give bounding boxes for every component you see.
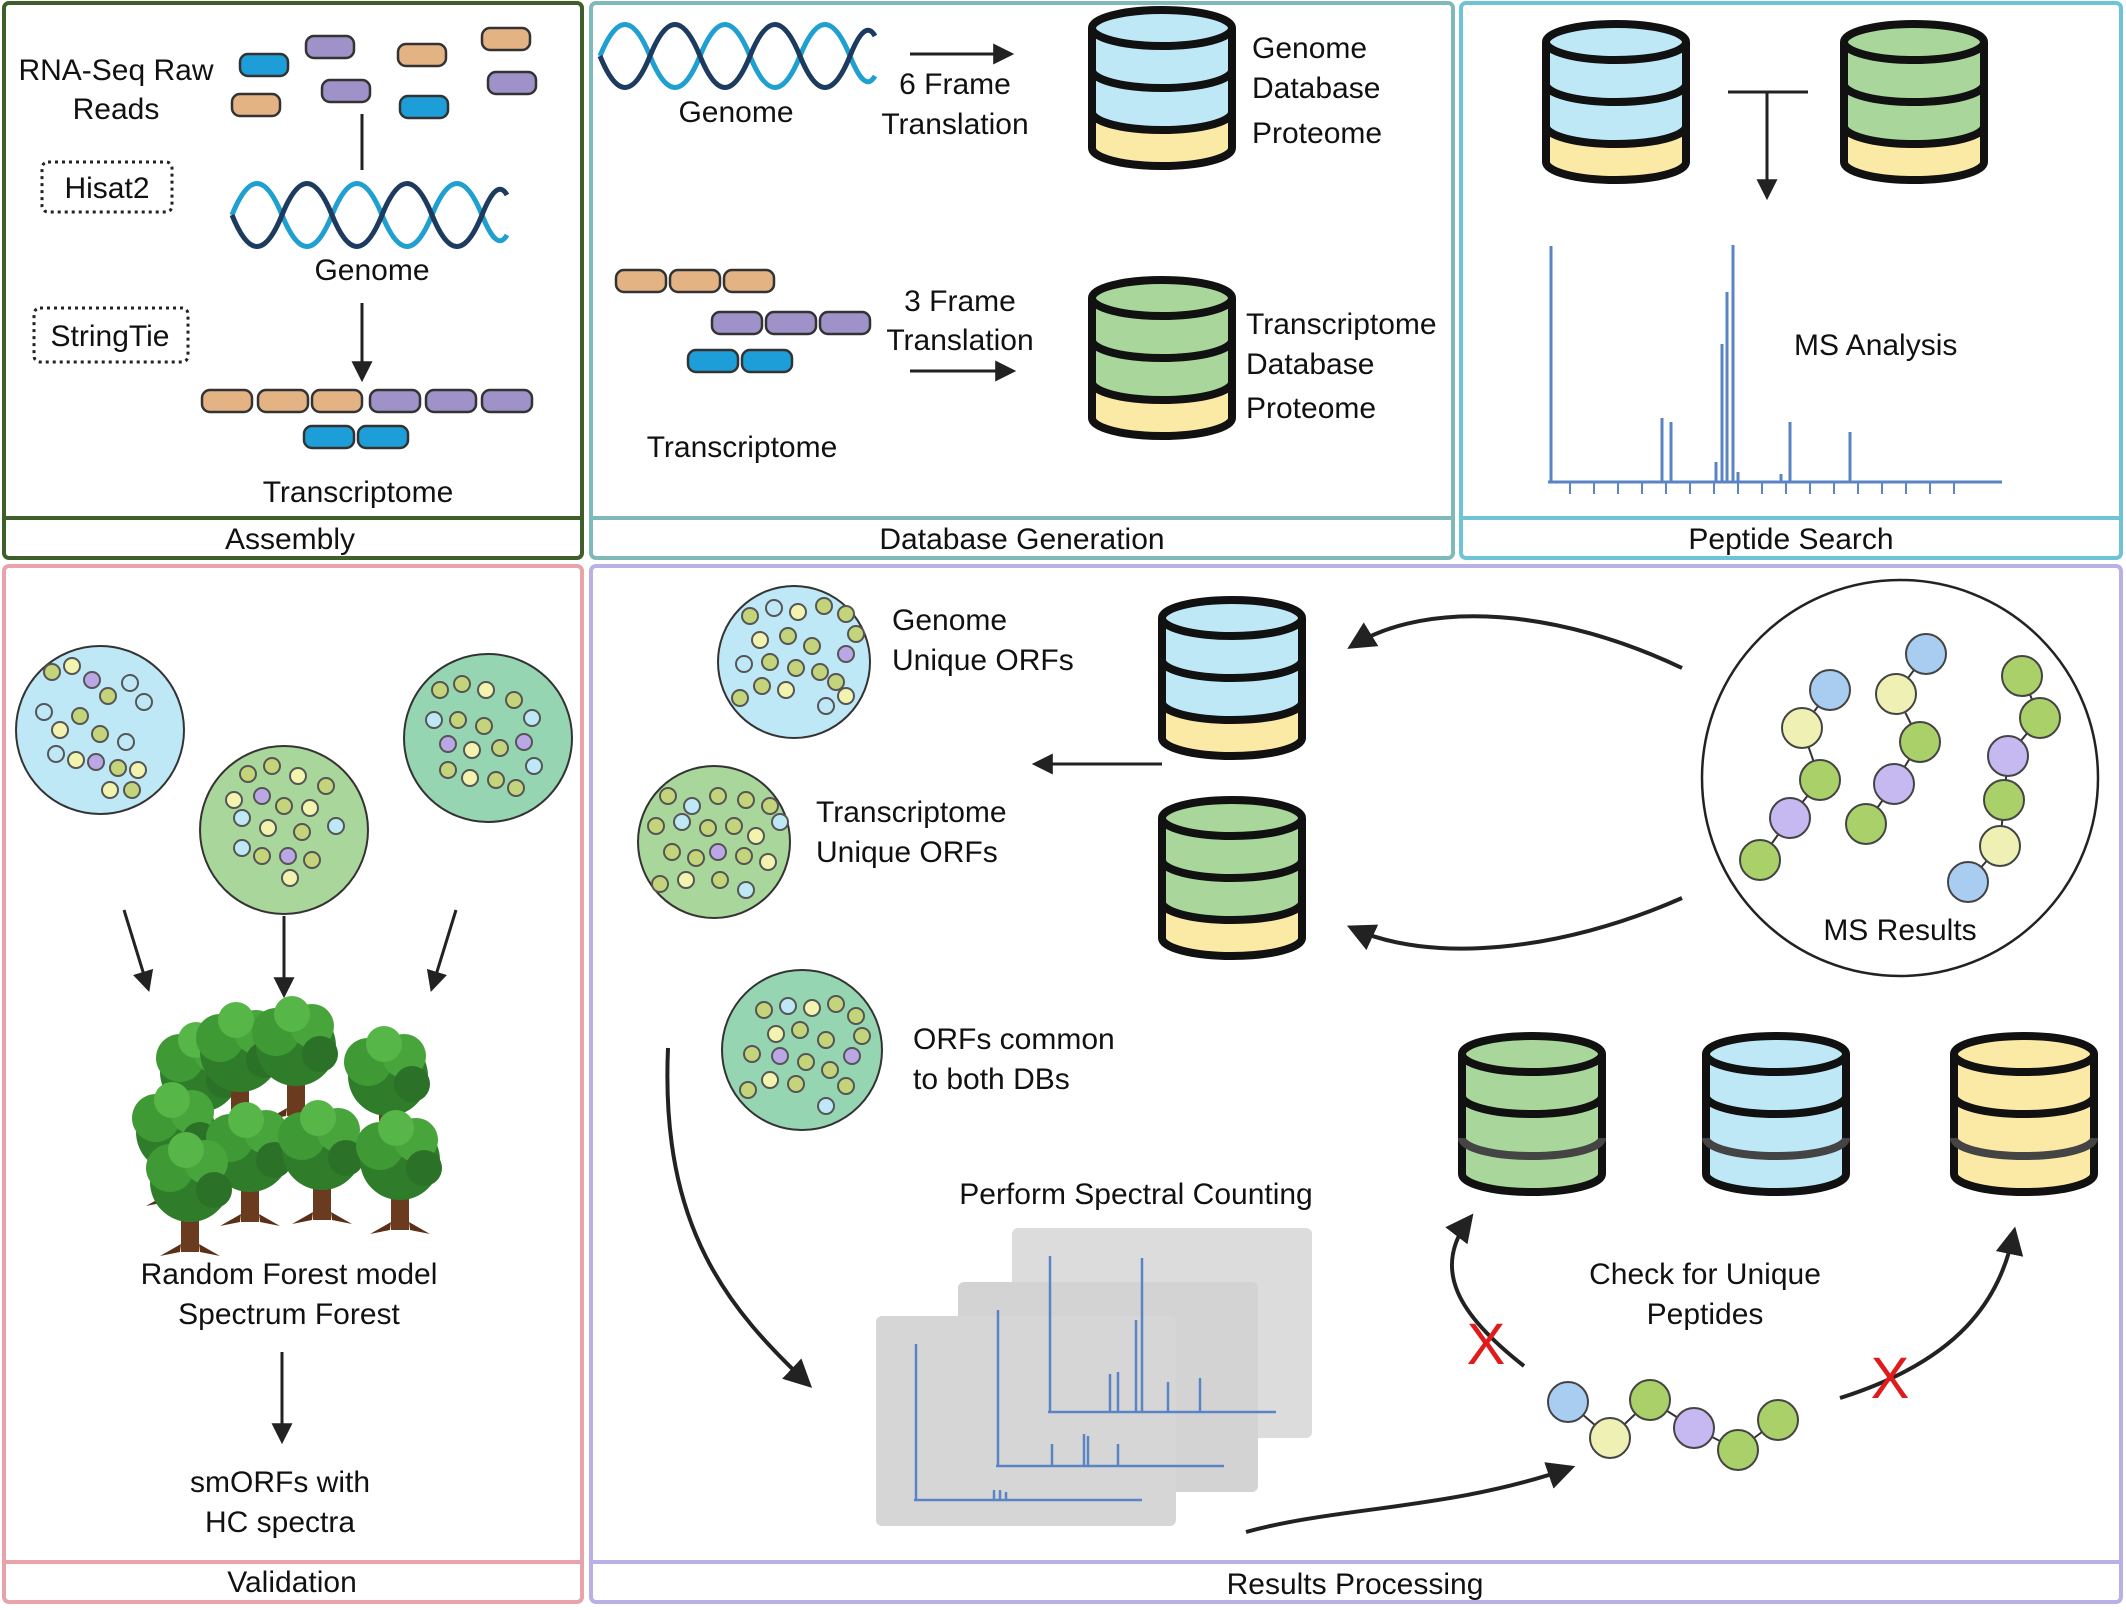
check-transcriptome-db-icon [1462, 1036, 1602, 1192]
raw-reads-label-line2: Reads [73, 93, 160, 126]
panel-results-processing: Results Processing [589, 564, 2123, 1604]
panel-label-results: Results Processing [1227, 1568, 1484, 1601]
common-orfs-circle [721, 969, 883, 1131]
transcript-reads [200, 388, 534, 450]
results-content: Genome Unique ORFs Transcriptome Unique … [637, 578, 2100, 1534]
check-proteome-db-icon [1954, 1036, 2094, 1192]
db-genome-label: Genome [678, 96, 793, 129]
genome-orfs-label-line2: Unique ORFs [892, 644, 1074, 677]
tdb-label-line2: Database [1246, 348, 1374, 381]
stringtie-label: StringTie [51, 320, 170, 353]
panel-database-generation: Database Generation [589, 1, 1455, 560]
database-content: Genome 6 Frame Translation Genome Databa… [600, 10, 1437, 464]
assembly-genome-label: Genome [314, 254, 429, 287]
ms-to-transcriptome-db-arrow [1346, 896, 1683, 951]
val-arrow-3 [426, 909, 458, 993]
cross-left-mark: X [1467, 1312, 1506, 1377]
spectra-to-peptide-arrow [1245, 1462, 1576, 1534]
random-forest-icon [132, 996, 442, 1256]
frame6-label-line2: Translation [881, 108, 1028, 141]
common-orfs-label-line2: to both DBs [913, 1063, 1070, 1096]
unique-peptide-chain [1547, 1379, 1799, 1471]
transcriptome-orfs-label-line2: Unique ORFs [816, 836, 998, 869]
panel-peptide-search: Peptide Search [1459, 1, 2123, 560]
check-genome-db-icon [1706, 1036, 1846, 1192]
results-genome-db-icon [1162, 600, 1302, 756]
rf-label-line1: Random Forest model [141, 1258, 438, 1291]
common-orfs-label-line1: ORFs common [913, 1023, 1115, 1056]
val-arrow-1 [122, 909, 154, 993]
assembly-transcriptome-label: Transcriptome [263, 476, 454, 509]
ms-spectrum [1548, 245, 2002, 494]
gdb-label-line3: Proteome [1252, 117, 1382, 150]
frame3-label-line1: 3 Frame [904, 285, 1016, 318]
transcriptome-orfs-label-line1: Transcriptome [816, 796, 1007, 829]
spectral-counting-label: Perform Spectral Counting [959, 1178, 1313, 1211]
genome-unique-orfs-circle [717, 585, 871, 739]
peptide-genome-db-icon [1546, 24, 1686, 180]
gdb-label-line1: Genome [1252, 32, 1367, 65]
check-unique-label-line2: Peptides [1647, 1298, 1764, 1331]
ms-analysis-label: MS Analysis [1794, 329, 1957, 362]
hisat2-box [40, 160, 174, 214]
db-genome-helix-icon [600, 25, 875, 88]
panel-validation: Validation [2, 564, 584, 1604]
tdb-label-line3: Proteome [1246, 392, 1376, 425]
orf-circle-genome [15, 645, 185, 815]
check-right-arrow [1839, 1226, 2024, 1400]
tdb-label-line1: Transcriptome [1246, 308, 1437, 341]
frame6-label-line1: 6 Frame [899, 68, 1011, 101]
genome-helix-icon [232, 184, 507, 247]
peptide-transcriptome-db-icon [1844, 24, 1984, 180]
check-left-arrow [1445, 1213, 1526, 1368]
assembly-content: RNA-Seq Raw Reads Hisat2 Genome StringTi… [18, 26, 538, 509]
panel-assembly: Assembly [2, 1, 584, 560]
raw-reads-label-line1: RNA-Seq Raw [18, 54, 213, 87]
db-transcript-reads [614, 268, 872, 374]
spectra-stack [876, 1228, 1312, 1526]
check-unique-label-line1: Check for Unique [1589, 1258, 1821, 1291]
results-transcriptome-db-icon [1162, 800, 1302, 956]
output-label-line2: HC spectra [205, 1506, 355, 1539]
orfs-to-spectra-arrow [665, 1047, 813, 1388]
stringtie-box [32, 306, 190, 364]
ms-results-circle: MS Results [1700, 578, 2100, 978]
hisat2-label: Hisat2 [64, 172, 149, 205]
output-label-line1: smORFs with [190, 1466, 370, 1499]
peptide-content: MS Analysis [1546, 24, 2002, 494]
orf-circle-common [403, 653, 573, 823]
gdb-label-line2: Database [1252, 72, 1380, 105]
ms-to-genome-db-arrow [1347, 614, 1683, 670]
rf-label-line2: Spectrum Forest [178, 1298, 400, 1331]
validation-content: Random Forest model Spectrum Forest smOR… [15, 645, 573, 1539]
genome-database-icon [1092, 10, 1232, 166]
orf-circle-transcriptome [199, 745, 369, 915]
cross-right-mark: X [1871, 1346, 1910, 1411]
panel-label-peptide: Peptide Search [1688, 523, 1893, 556]
ms-results-label: MS Results [1823, 914, 1976, 947]
db-transcriptome-label: Transcriptome [647, 431, 838, 464]
raw-reads [230, 26, 538, 120]
genome-orfs-label-line1: Genome [892, 604, 1007, 637]
panel-label-assembly: Assembly [225, 523, 355, 556]
frame3-label-line2: Translation [886, 324, 1033, 357]
panel-label-database: Database Generation [879, 523, 1164, 556]
transcriptome-database-icon [1092, 280, 1232, 436]
panel-label-validation: Validation [227, 1566, 357, 1599]
transcriptome-unique-orfs-circle [637, 765, 791, 919]
